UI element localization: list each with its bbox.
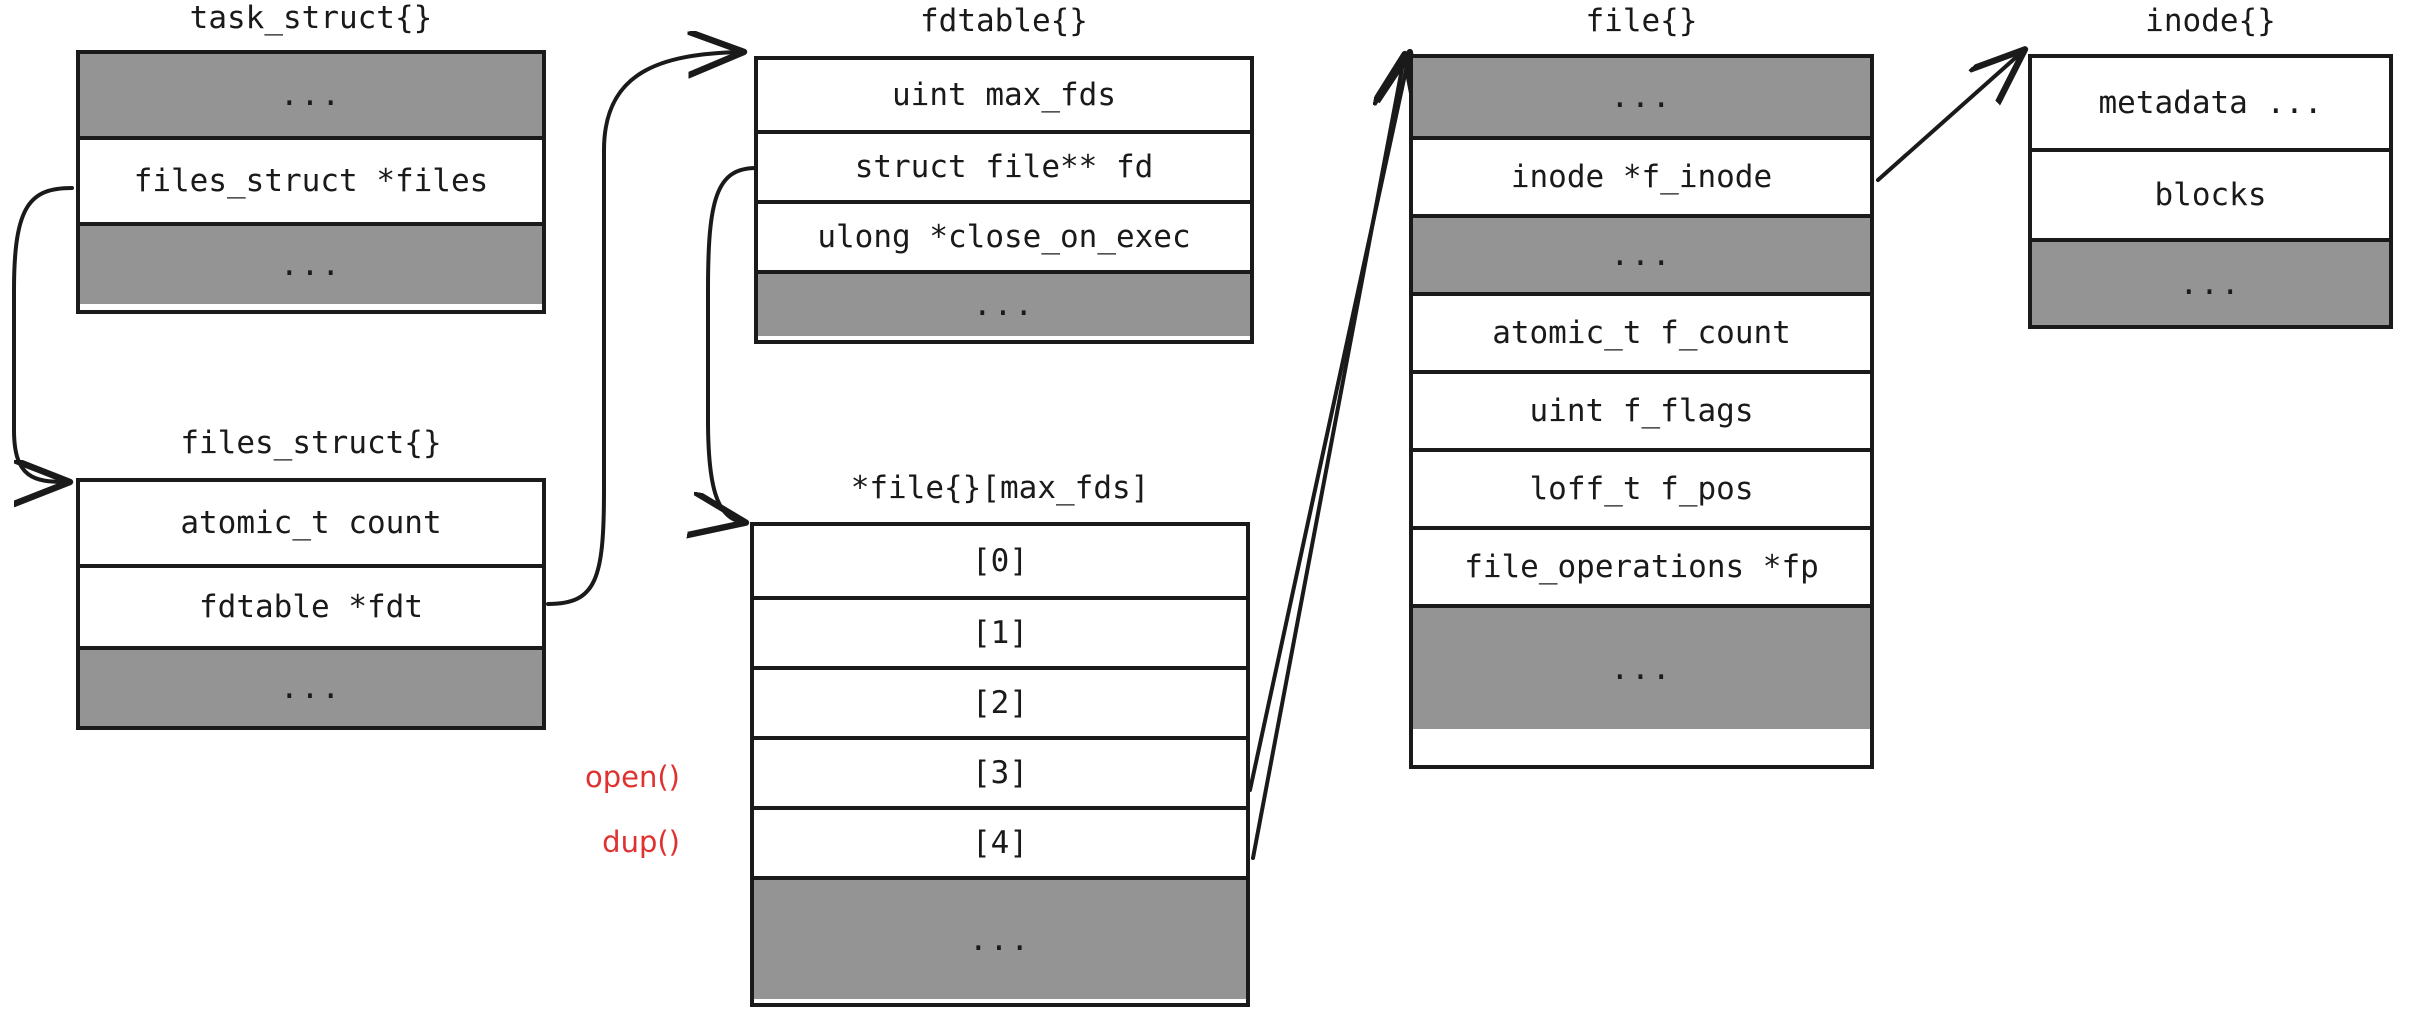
inode-struct-title: inode{} [2145,3,2276,39]
inode-row-blocks: blocks [2032,148,2389,238]
file-struct-title: file{} [1585,3,1698,39]
task-struct-box: ... files_struct *files ... [76,50,546,314]
open-call-label: open() [584,760,680,794]
inode-row-2: ... [2032,238,2389,325]
fdtable-title: fdtable{} [920,3,1088,39]
file-row-fp: file_operations *fp [1413,526,1870,604]
arrow-task-files-to-files-struct [12,186,74,482]
arrow-fd-to-array [708,166,758,522]
task-struct-title: task_struct{} [189,0,433,36]
files-struct-row-count: atomic_t count [80,482,542,564]
arrow-f-inode-to-inode [1876,52,2022,182]
fd-array-slot-3: [3] [754,736,1246,806]
arrow-slot4-to-file [1251,58,1404,860]
task-struct-row-2: ... [80,222,542,304]
fdtable-box: uint max_fds struct file** fd ulong *clo… [754,56,1254,344]
dup-call-label: dup() [602,825,680,859]
file-row-7: ... [1413,604,1870,729]
files-struct-box: atomic_t count fdtable *fdt ... [76,478,546,730]
fd-array-slot-rest: ... [754,876,1246,999]
file-row-f-flags: uint f_flags [1413,370,1870,448]
fdtable-row-fd: struct file** fd [758,130,1250,200]
inode-row-metadata: metadata ... [2032,58,2389,148]
fdtable-row-close-on-exec: ulong *close_on_exec [758,200,1250,270]
fdtable-row-3: ... [758,270,1250,336]
file-row-f-pos: loff_t f_pos [1413,448,1870,526]
file-row-2: ... [1413,214,1870,292]
file-row-0: ... [1413,58,1870,136]
arrow-fdt-to-fdtable [546,52,740,606]
file-row-f-count: atomic_t f_count [1413,292,1870,370]
fd-array-slot-1: [1] [754,596,1246,666]
files-struct-row-2: ... [80,646,542,726]
files-struct-title: files_struct{} [180,425,442,461]
fdtable-row-max-fds: uint max_fds [758,60,1250,130]
fd-array-title: *file{}[max_fds] [850,470,1150,506]
task-struct-row-files: files_struct *files [80,136,542,222]
fd-array-slot-0: [0] [754,526,1246,596]
file-row-f-inode: inode *f_inode [1413,136,1870,214]
fd-array-slot-2: [2] [754,666,1246,736]
file-struct-box: ... inode *f_inode ... atomic_t f_count … [1409,54,1874,769]
files-struct-row-fdt: fdtable *fdt [80,564,542,646]
fd-array-box: [0] [1] [2] [3] [4] ... [750,522,1250,1007]
fd-array-slot-4: [4] [754,806,1246,876]
inode-struct-box: metadata ... blocks ... [2028,54,2393,329]
task-struct-row-0: ... [80,54,542,136]
